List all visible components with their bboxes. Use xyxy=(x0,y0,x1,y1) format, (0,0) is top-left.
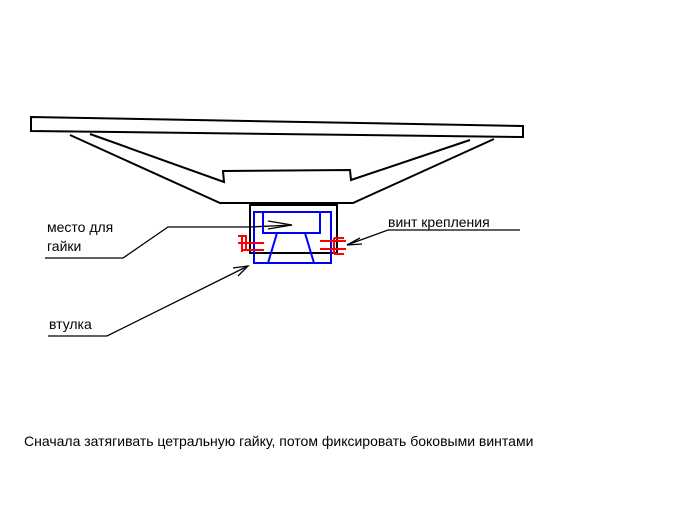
leader-lines xyxy=(45,220,520,337)
magnet-block xyxy=(249,204,338,254)
nut-place-label-1: место для xyxy=(47,219,113,235)
bushing-inner xyxy=(262,211,321,234)
speaker-outline xyxy=(30,115,524,254)
nut-place-label-2: гайки xyxy=(47,238,81,254)
bushing-shape xyxy=(253,211,332,264)
instruction-caption: Сначала затягивать цетральную гайку, пот… xyxy=(24,433,533,449)
right-screw xyxy=(320,237,346,255)
speaker-cone-inner xyxy=(89,133,471,184)
mount-screw-label: винт крепления xyxy=(388,214,490,230)
speaker-frame-flange xyxy=(30,115,524,139)
bushing-label: втулка xyxy=(49,316,92,332)
speaker-basket-outer xyxy=(69,134,495,204)
side-screws xyxy=(238,235,346,255)
left-screw xyxy=(238,235,264,252)
